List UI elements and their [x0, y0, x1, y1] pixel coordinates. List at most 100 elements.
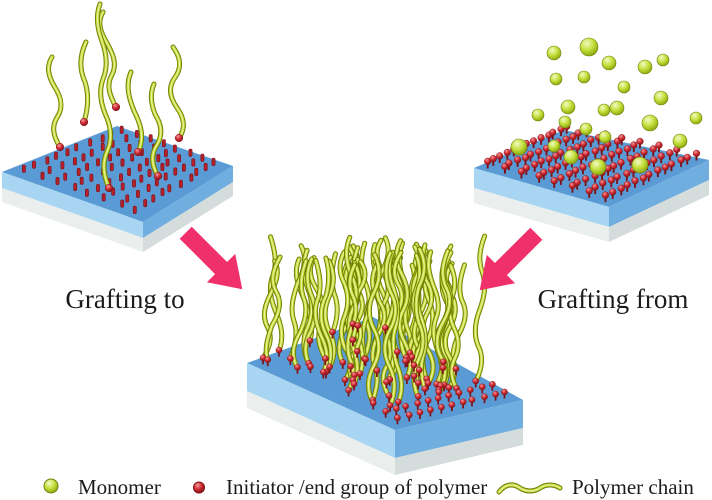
- initiator-bar: [55, 177, 60, 186]
- initiator-bar: [132, 179, 136, 188]
- initiator-bar: [160, 187, 165, 196]
- initiator-bar: [173, 144, 177, 153]
- monomer-sphere: [641, 114, 659, 132]
- polymer-brush-panel: [247, 233, 523, 475]
- initiator-sphere: [386, 402, 394, 409]
- substrate-front-face: [247, 363, 395, 458]
- monomer-sphere: [547, 139, 561, 153]
- monomer-sphere: [597, 103, 611, 117]
- initiator-bar: [101, 193, 106, 202]
- initiator-sphere: [329, 328, 336, 336]
- initiator-sphere: [410, 372, 418, 380]
- initiator-sphere: [522, 164, 530, 172]
- initiator-sphere: [326, 363, 333, 371]
- initiator-sphere: [639, 174, 648, 182]
- initiator-sphere: [587, 136, 595, 144]
- polymer-chain-highlight: [314, 259, 328, 374]
- initiator-sphere: [468, 396, 476, 404]
- substrate-base-side: [609, 180, 709, 242]
- initiator-sphere: [537, 157, 545, 165]
- initiator-sphere: [402, 402, 409, 410]
- chain-end-initiator: [174, 133, 184, 143]
- monomer-sphere: [689, 111, 703, 125]
- initiator-sphere: [618, 134, 626, 142]
- initiator-sphere: [613, 173, 621, 181]
- initiator-bar: [100, 134, 105, 143]
- initiator-sphere: [677, 156, 685, 164]
- chain-end-initiator: [104, 183, 114, 193]
- initiator-sphere: [610, 162, 618, 170]
- initiator-sphere: [350, 380, 358, 388]
- initiator-sphere: [623, 181, 631, 189]
- initiator-bar: [182, 163, 186, 172]
- initiator-sphere: [414, 393, 422, 400]
- initiator-sphere: [666, 149, 674, 157]
- initiator-bar: [163, 172, 168, 181]
- initiator-sphere: [657, 152, 665, 160]
- initiator-sphere: [264, 356, 272, 364]
- initiator-bar: [120, 158, 125, 167]
- substrate-side-face: [609, 160, 709, 227]
- initiator-bar: [194, 167, 199, 176]
- initiator-sphere: [582, 149, 590, 158]
- initiator-sphere: [529, 137, 538, 145]
- initiator-sphere: [467, 386, 474, 394]
- initiator-sphere: [395, 398, 402, 406]
- initiator-sphere: [547, 166, 556, 174]
- initiator-sphere: [521, 154, 530, 162]
- chain-end-initiator: [55, 142, 65, 152]
- initiator-sphere: [416, 409, 424, 416]
- initiator-bar: [85, 162, 90, 171]
- initiator-bar: [200, 153, 205, 162]
- initiator-bar: [125, 194, 130, 203]
- initiator-sphere: [496, 152, 504, 160]
- substrate-side-face: [395, 400, 523, 458]
- initiator-bar: [151, 194, 156, 203]
- initiator-sphere: [459, 398, 467, 406]
- initiator-sphere: [489, 155, 497, 163]
- monomer-sphere: [510, 138, 528, 156]
- monomer-sphere: [560, 99, 576, 115]
- initiator-bar: [179, 179, 183, 188]
- initiator-bar: [127, 167, 132, 176]
- initiator-sphere: [649, 145, 657, 153]
- initiator-sphere: [492, 390, 499, 398]
- polymer-chain-highlight: [127, 71, 143, 153]
- initiator-sphere: [609, 188, 617, 196]
- initiator-sphere: [608, 150, 616, 159]
- initiator-bar: [164, 149, 168, 158]
- initiator-sphere: [393, 348, 401, 356]
- initiator-sphere: [531, 160, 539, 169]
- initiator-sphere: [452, 365, 460, 373]
- substrate-side-face: [143, 166, 233, 238]
- initiator-bar: [116, 148, 121, 157]
- arrow-grafting-from: [479, 227, 543, 291]
- initiator-bar: [120, 182, 125, 191]
- initiator-sphere: [591, 147, 599, 155]
- initiator-sphere: [287, 355, 294, 362]
- polymer-chain-highlight: [324, 260, 335, 368]
- initiator-sphere: [353, 347, 361, 355]
- initiator-sphere: [537, 134, 545, 142]
- polymer-chain-highlight: [345, 236, 358, 385]
- polymer-chain-highlight: [292, 260, 307, 369]
- monomer-sphere: [672, 133, 688, 149]
- initiator-bar: [162, 139, 166, 148]
- polymer-chain-highlight: [452, 264, 466, 370]
- monomer-sphere: [549, 72, 563, 86]
- initiator-bar: [173, 167, 178, 176]
- legend: Monomer Initiator /end group of polymer …: [43, 475, 694, 499]
- initiator-sphere: [626, 155, 635, 163]
- initiator-sphere: [294, 363, 301, 371]
- initiator-sphere: [545, 155, 553, 163]
- initiator-sphere: [410, 361, 418, 369]
- initiator-bar: [203, 163, 208, 172]
- initiator-bar: [85, 188, 89, 197]
- monomer-sphere: [609, 100, 625, 116]
- initiator-sphere: [434, 394, 442, 402]
- polymer-chain-legend-label: Polymer chain: [572, 475, 694, 499]
- initiator-sphere: [472, 377, 479, 385]
- initiator-sphere: [414, 379, 422, 387]
- initiator-sphere: [617, 184, 625, 192]
- initiator-sphere: [615, 147, 623, 155]
